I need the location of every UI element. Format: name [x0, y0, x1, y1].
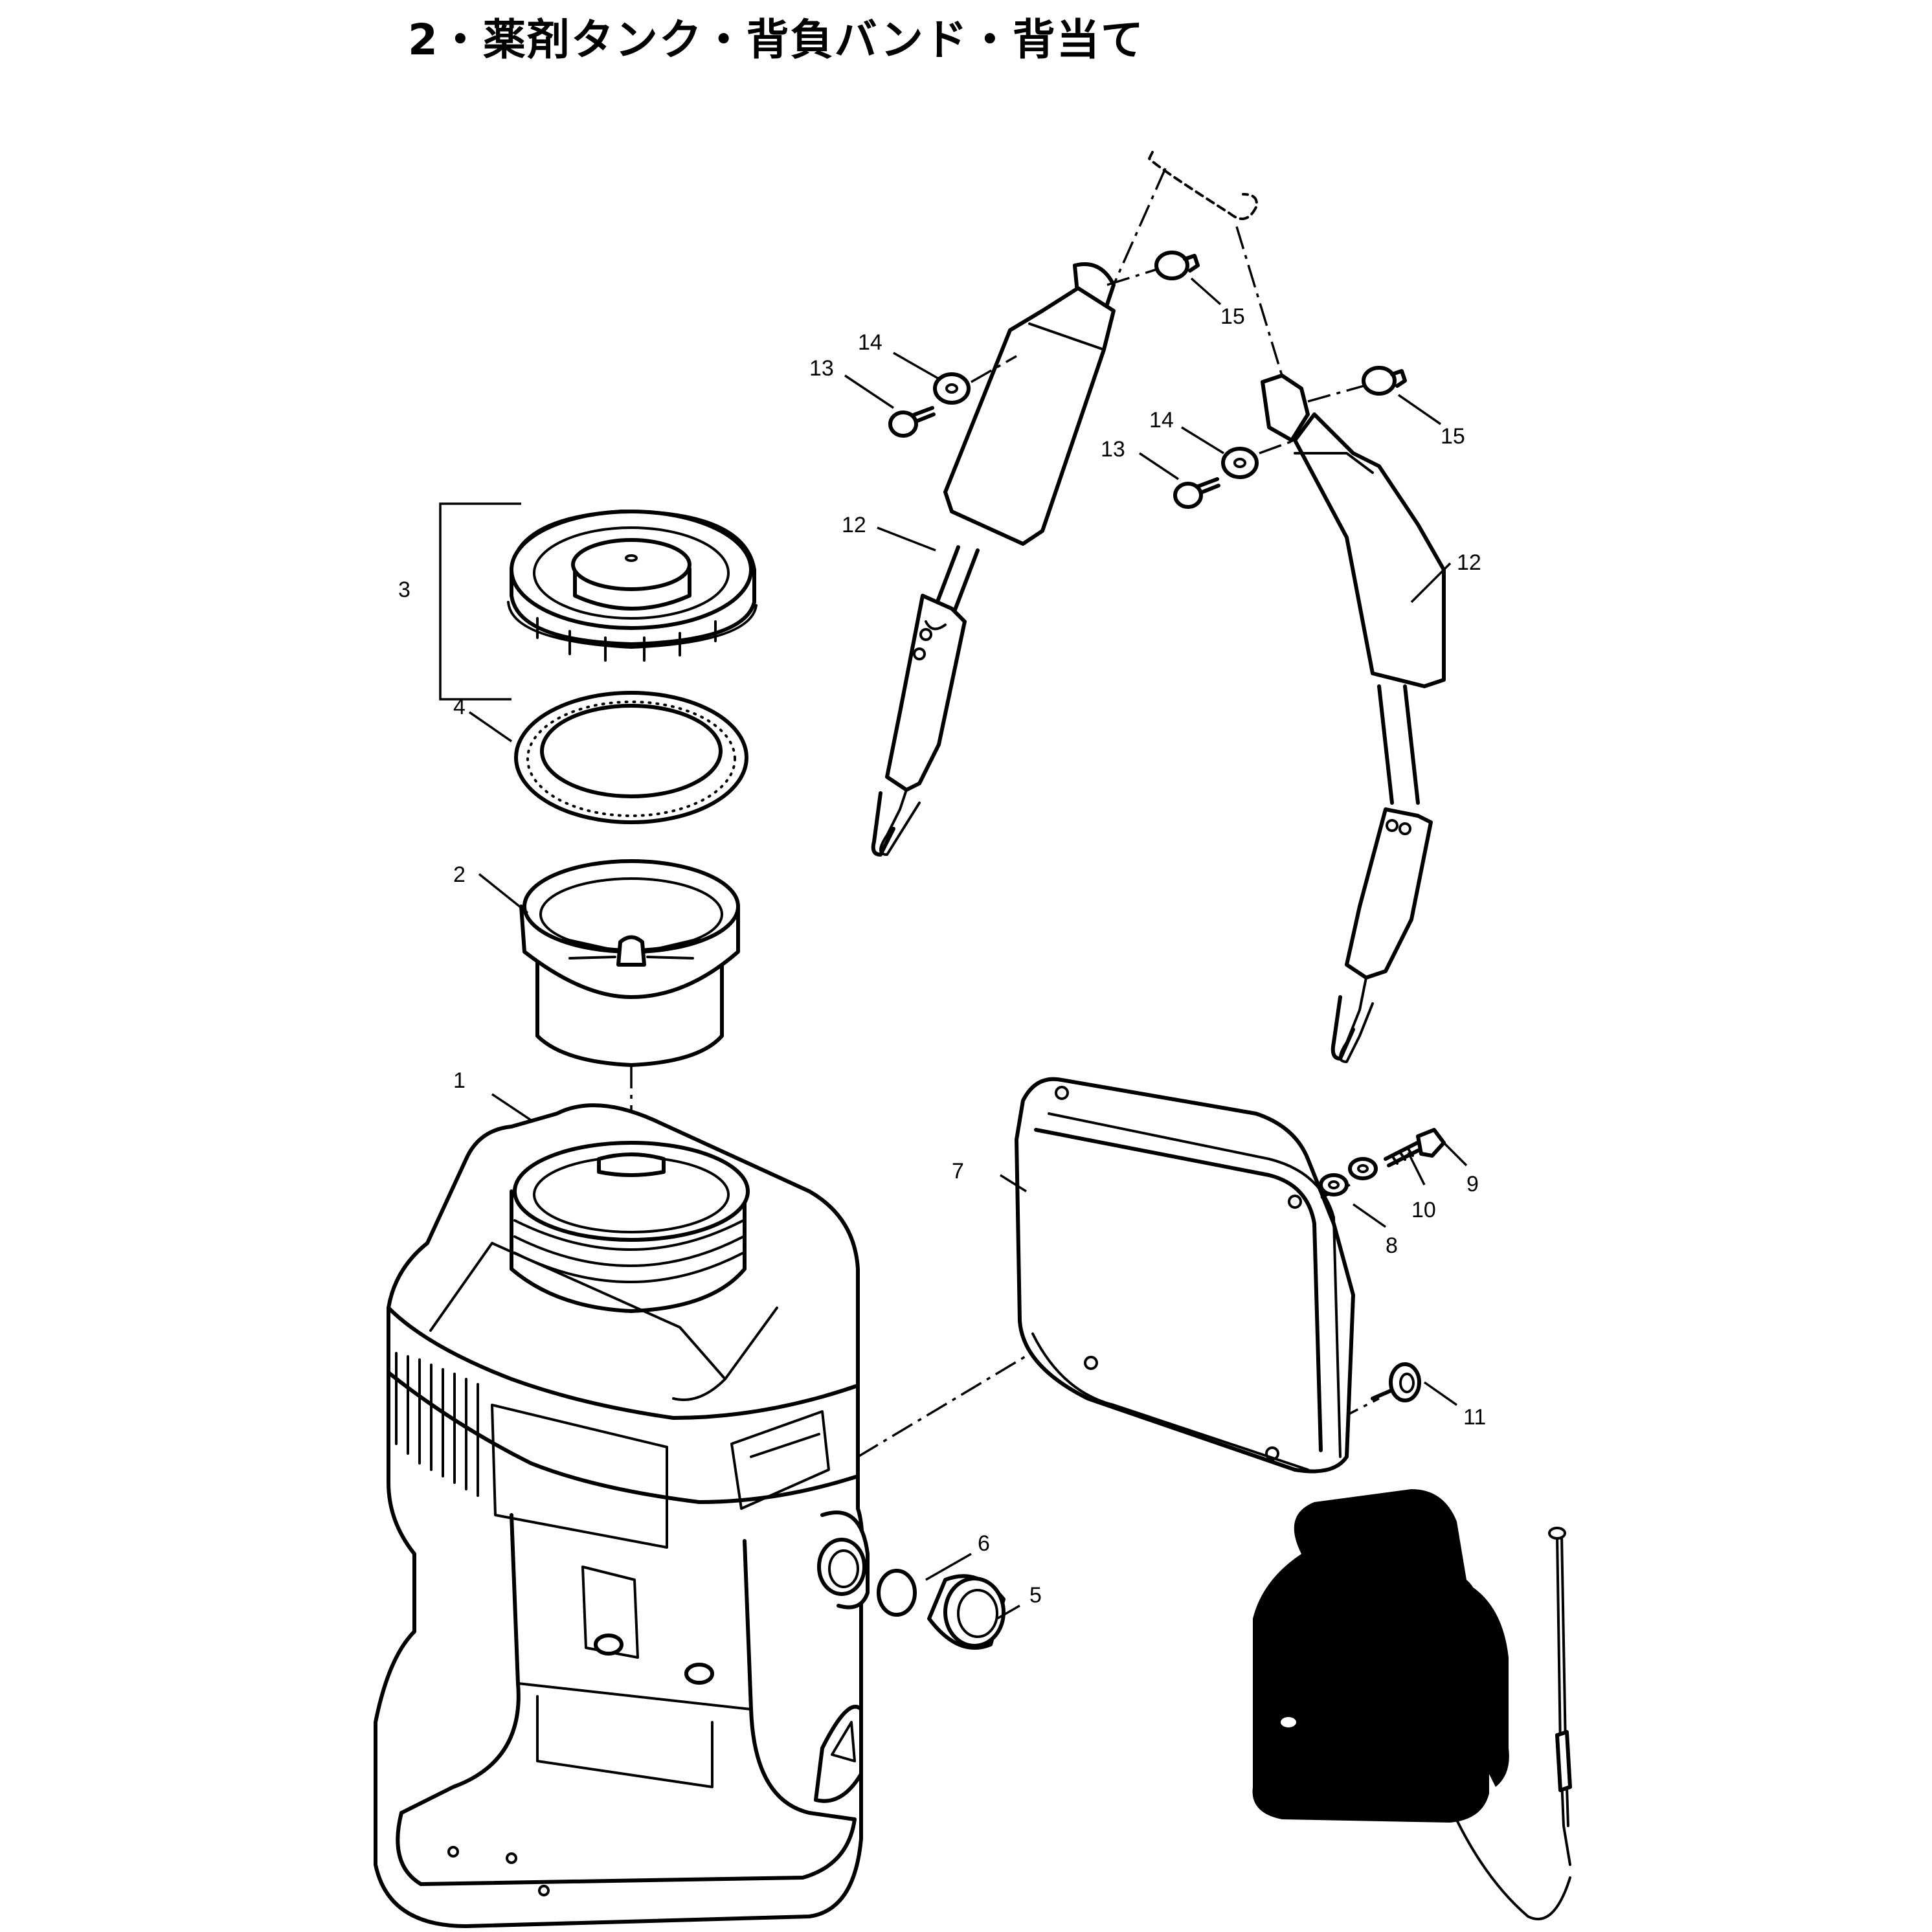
callout-15-left: 15	[1220, 304, 1245, 329]
callout-6: 6	[978, 1531, 990, 1556]
washer-10[interactable]	[1348, 1157, 1378, 1180]
bolt-9[interactable]	[1384, 1128, 1446, 1167]
callout-14-left: 14	[858, 330, 882, 355]
sprayer-thumbnail	[1252, 1489, 1572, 1920]
bracket-3	[439, 502, 521, 701]
callout-1: 1	[453, 1068, 466, 1093]
page-title: 2・薬剤タンク・背負バンド・背当て	[408, 15, 1145, 65]
callout-5: 5	[1029, 1583, 1042, 1608]
callout-13-left: 13	[809, 356, 834, 381]
backrest-pad[interactable]	[1015, 1077, 1355, 1474]
hook	[1148, 151, 1258, 220]
outlet-nut[interactable]	[927, 1574, 1005, 1650]
washer-14-right[interactable]	[1221, 447, 1259, 479]
callout-12-right: 12	[1457, 550, 1481, 575]
washer-14-left[interactable]	[933, 372, 971, 405]
strap-left[interactable]	[871, 262, 1116, 857]
filter-disc[interactable]	[877, 1569, 917, 1617]
callout-7: 7	[952, 1159, 964, 1184]
callout-15-right: 15	[1441, 424, 1465, 449]
callout-9: 9	[1466, 1172, 1479, 1196]
tank-body[interactable]	[374, 1103, 870, 1928]
callout-10: 10	[1411, 1198, 1436, 1222]
strap-right[interactable]	[1261, 374, 1446, 1063]
outlet-nipple[interactable]	[817, 1538, 866, 1596]
bolt-13-left[interactable]	[888, 406, 936, 438]
callout-14-right: 14	[1149, 408, 1174, 432]
callout-11: 11	[1463, 1405, 1486, 1430]
bushing-15-left[interactable]	[1154, 251, 1200, 280]
bolt-13-right[interactable]	[1173, 477, 1220, 509]
clip-11[interactable]	[1371, 1362, 1421, 1402]
callout-13-right: 13	[1101, 437, 1125, 462]
gasket[interactable]	[514, 691, 748, 824]
callout-2: 2	[453, 862, 466, 887]
callout-8: 8	[1386, 1233, 1398, 1258]
bushing-15-right[interactable]	[1362, 366, 1407, 396]
tank-cap[interactable]	[507, 510, 758, 662]
strainer[interactable]	[519, 859, 740, 1067]
callout-4: 4	[453, 695, 466, 719]
callout-3: 3	[398, 578, 410, 602]
washer-8[interactable]	[1319, 1173, 1349, 1196]
callout-12-left: 12	[842, 513, 866, 537]
